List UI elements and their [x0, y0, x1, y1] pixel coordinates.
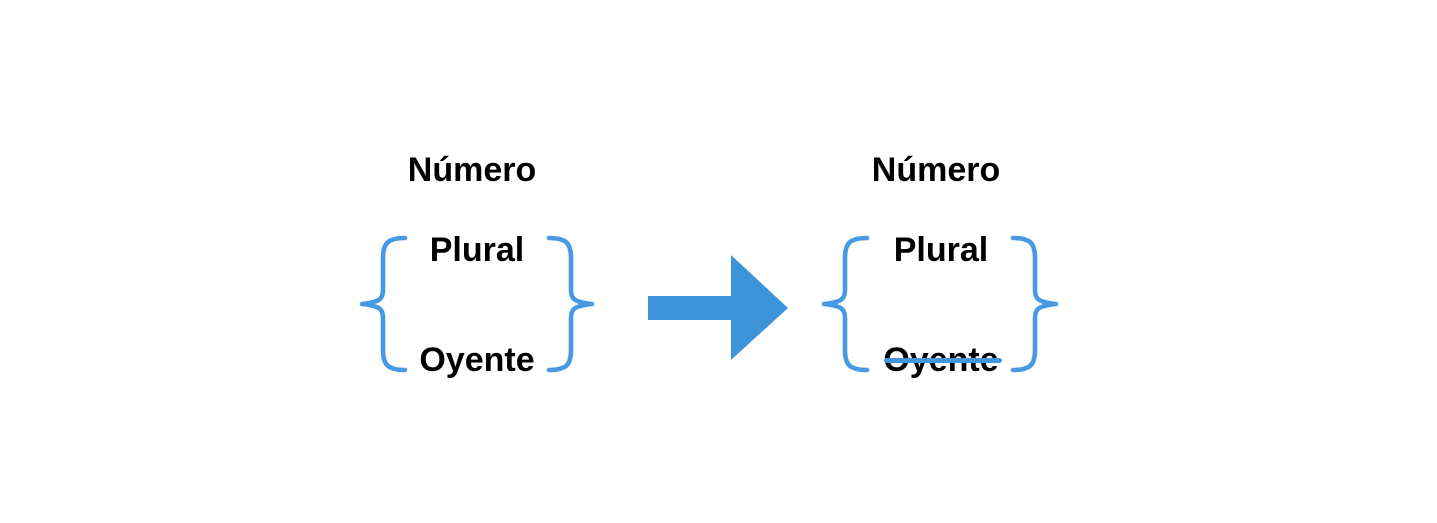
after-item-plural: Plural	[893, 230, 989, 269]
left-curly-brace-icon	[359, 235, 408, 373]
before-item-oyente: Oyente	[419, 340, 535, 379]
left-curly-brace-icon	[821, 235, 870, 373]
right-curly-brace-icon	[546, 235, 595, 373]
right-curly-brace-icon	[1010, 235, 1059, 373]
strikethrough-line	[884, 358, 1002, 363]
right-arrow-icon	[648, 255, 788, 360]
before-group-title: Número	[407, 150, 537, 189]
before-item-plural: Plural	[429, 230, 525, 269]
after-group-title: Número	[871, 150, 1001, 189]
